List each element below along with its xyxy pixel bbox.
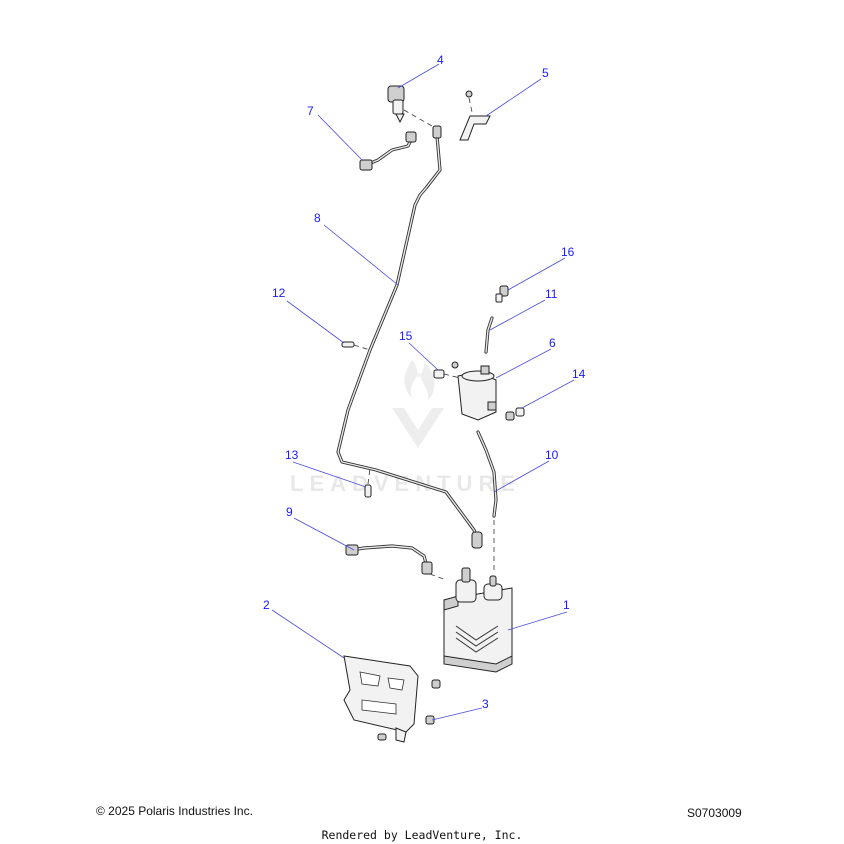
part-5-bracket[interactable]: [459, 90, 491, 141]
callout-14[interactable]: 14: [572, 367, 586, 381]
part-12-clip[interactable]: [341, 341, 371, 351]
callout-9[interactable]: 9: [286, 505, 293, 519]
callout-15[interactable]: 15: [399, 329, 413, 343]
callout-7[interactable]: 7: [307, 104, 314, 118]
callout-8[interactable]: 8: [314, 211, 321, 225]
rendered-by-text: Rendered by LeadVenture, Inc.: [321, 828, 523, 842]
part-10-hose[interactable]: [476, 430, 498, 570]
leader-lines: [271, 63, 575, 721]
leadventure-watermark: LEADVENTURE: [290, 360, 521, 496]
part-7-hose[interactable]: [359, 131, 417, 171]
copyright-text: © 2025 Polaris Industries Inc.: [96, 804, 253, 818]
part-15-nut[interactable]: [433, 361, 461, 379]
part-2-mount-bracket[interactable]: [343, 655, 419, 743]
callout-4[interactable]: 4: [437, 53, 444, 67]
part-13-clip[interactable]: [364, 467, 372, 498]
flame-logo-icon: [404, 360, 435, 400]
part-4-check-valve[interactable]: [387, 85, 433, 127]
part-9-hose[interactable]: [345, 544, 447, 581]
callout-labels: 4 5 7 8 16 12 11 15 6 14 10 13 9 1 2 3: [263, 53, 586, 711]
callout-5[interactable]: 5: [542, 66, 549, 80]
v-logo-icon: [392, 408, 444, 448]
callout-13[interactable]: 13: [285, 448, 299, 462]
callout-1[interactable]: 1: [563, 598, 570, 612]
callout-12[interactable]: 12: [272, 286, 286, 300]
callout-3[interactable]: 3: [482, 697, 489, 711]
figure-id: S0703009: [687, 806, 742, 820]
watermark-brand-text: LEADVENTURE: [290, 471, 521, 496]
part-6-filter[interactable]: [457, 365, 497, 421]
callout-11[interactable]: 11: [545, 287, 558, 301]
part-1-canister[interactable]: [443, 567, 513, 673]
callout-10[interactable]: 10: [545, 448, 559, 462]
part-16-fitting[interactable]: [495, 285, 509, 303]
part-14-fastener[interactable]: [505, 407, 525, 421]
callout-2[interactable]: 2: [263, 598, 270, 612]
callout-6[interactable]: 6: [549, 336, 556, 350]
callout-16[interactable]: 16: [561, 245, 575, 259]
part-8-vent-tube[interactable]: [336, 125, 483, 549]
part-3-fasteners[interactable]: [425, 679, 441, 725]
part-11-hose[interactable]: [484, 316, 494, 354]
